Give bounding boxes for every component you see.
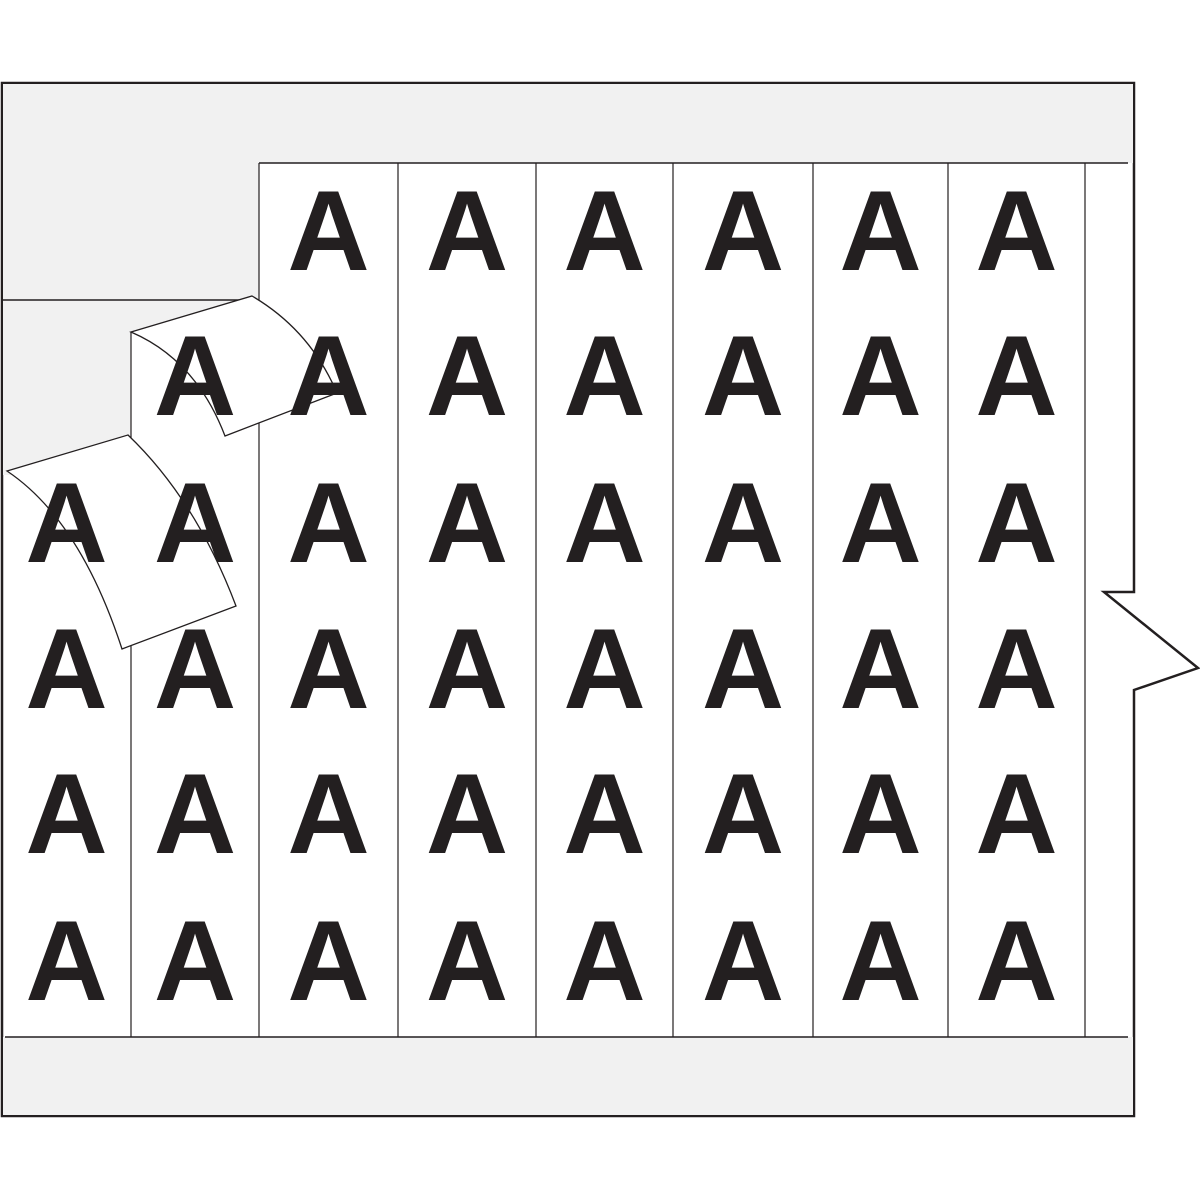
label-5-3[interactable]: A: [563, 460, 645, 587]
label-4-3[interactable]: A: [426, 460, 508, 587]
label-2-4[interactable]: A: [154, 606, 236, 733]
label-2-2[interactable]: A: [154, 313, 236, 440]
peeled-label-col2-row1[interactable]: [129, 295, 338, 437]
label-8-6[interactable]: A: [975, 898, 1057, 1025]
label-1-4[interactable]: A: [25, 606, 107, 733]
label-1-5[interactable]: A: [25, 751, 107, 878]
label-5-6[interactable]: A: [563, 898, 645, 1025]
label-2-5[interactable]: A: [154, 751, 236, 878]
label-4-1[interactable]: A: [426, 168, 508, 295]
label-3-6[interactable]: A: [287, 898, 369, 1025]
label-5-1[interactable]: A: [563, 168, 645, 295]
label-7-5[interactable]: A: [839, 751, 921, 878]
label-7-1[interactable]: A: [839, 168, 921, 295]
label-7-3[interactable]: A: [839, 460, 921, 587]
label-6-2[interactable]: A: [702, 313, 784, 440]
label-5-4[interactable]: A: [563, 606, 645, 733]
label-4-4[interactable]: A: [426, 606, 508, 733]
label-3-3[interactable]: A: [287, 460, 369, 587]
label-3-4[interactable]: A: [287, 606, 369, 733]
label-6-3[interactable]: A: [702, 460, 784, 587]
label-8-5[interactable]: A: [975, 751, 1057, 878]
label-1-3[interactable]: A: [25, 460, 107, 587]
label-4-6[interactable]: A: [426, 898, 508, 1025]
label-1-6[interactable]: A: [25, 898, 107, 1025]
label-6-4[interactable]: A: [702, 606, 784, 733]
label-3-1[interactable]: A: [287, 168, 369, 295]
label-7-2[interactable]: A: [839, 313, 921, 440]
label-8-3[interactable]: A: [975, 460, 1057, 587]
label-3-2[interactable]: A: [287, 313, 369, 440]
label-2-6[interactable]: A: [154, 898, 236, 1025]
label-8-4[interactable]: A: [975, 606, 1057, 733]
label-3-5[interactable]: A: [287, 751, 369, 878]
label-7-4[interactable]: A: [839, 606, 921, 733]
label-6-5[interactable]: A: [702, 751, 784, 878]
label-8-1[interactable]: A: [975, 168, 1057, 295]
bottom-liner-band: [3, 1037, 1133, 1115]
label-6-1[interactable]: A: [702, 168, 784, 295]
label-5-5[interactable]: A: [563, 751, 645, 878]
peeled-label-col1-row2[interactable]: [5, 434, 237, 650]
label-6-6[interactable]: A: [702, 898, 784, 1025]
left-liner-area: [3, 84, 259, 300]
label-4-5[interactable]: A: [426, 751, 508, 878]
label-5-2[interactable]: A: [563, 313, 645, 440]
label-7-6[interactable]: A: [839, 898, 921, 1025]
label-2-3[interactable]: A: [154, 460, 236, 587]
label-4-2[interactable]: A: [426, 313, 508, 440]
label-8-2[interactable]: A: [975, 313, 1057, 440]
